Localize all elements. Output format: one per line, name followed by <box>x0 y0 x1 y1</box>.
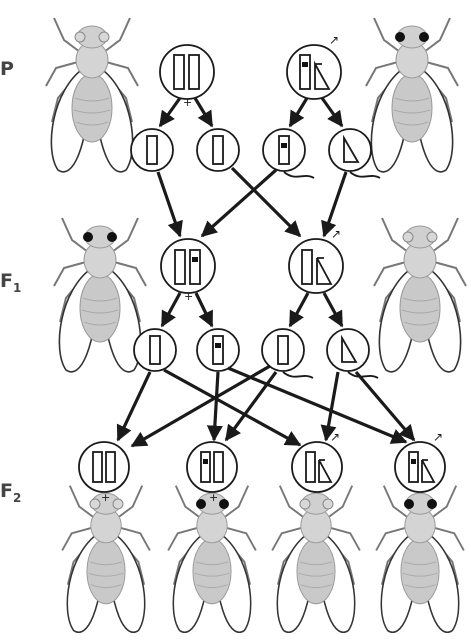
arrow-f1-gamete-4 <box>322 292 344 328</box>
genotype-p-female: + <box>159 44 215 109</box>
male-symbol: ↗ <box>433 430 443 444</box>
female-symbol: + <box>101 491 110 504</box>
gamete-f1-2 <box>196 328 240 372</box>
arrow-to-f2-2b <box>224 371 278 442</box>
female-symbol: + <box>183 96 192 109</box>
fly-f2-male-red-eye <box>271 484 361 634</box>
arrow-to-f2-3a <box>163 368 302 447</box>
fly-p-male-white-eye <box>365 17 459 173</box>
generation-f1-sub: 1 <box>12 280 22 295</box>
arrow-gamete-to-f1-4 <box>321 171 348 238</box>
arrow-to-f2-3b <box>320 371 340 442</box>
arrow-gamete-to-f1-2 <box>230 166 302 238</box>
arrow-to-f2-4b <box>354 370 416 442</box>
arrow-to-f2-2a <box>206 371 223 442</box>
arrow-to-f2-4a <box>227 366 408 444</box>
male-symbol: ↗ <box>329 33 339 47</box>
gamete-p-3 <box>262 128 315 179</box>
fly-p-female-red-eye <box>45 17 139 173</box>
female-symbol: + <box>209 491 218 504</box>
fly-f1-male-red-eye <box>373 217 467 373</box>
genotype-p-male: ↗ <box>286 33 342 100</box>
arrow-p-gamete-3 <box>288 97 309 128</box>
generation-f2-sub: 2 <box>12 490 22 505</box>
arrow-gamete-to-f1-3 <box>200 168 278 238</box>
arrow-f1-gamete-2 <box>194 292 214 328</box>
generation-p-text: P <box>0 58 14 80</box>
arrow-f1-gamete-1 <box>160 292 182 328</box>
genotype-f2-4: ↗ <box>394 430 446 493</box>
generation-f1-text: F <box>0 270 13 292</box>
generation-label-f1: F1 <box>0 270 50 295</box>
cross-arrows <box>116 97 416 448</box>
arrow-to-f2-1b <box>130 364 271 448</box>
generation-label-f2: F2 <box>0 480 50 505</box>
arrow-p-gamete-4 <box>320 97 344 128</box>
fly-f2-female-white-eye <box>167 484 257 634</box>
arrow-gamete-to-f1-1 <box>156 171 183 238</box>
female-symbol: + <box>184 290 193 303</box>
genotype-f1-female: + <box>160 238 216 303</box>
genotype-f2-2: + <box>186 441 238 504</box>
genotype-f2-1: + <box>78 441 130 504</box>
gamete-p-4 <box>328 128 381 179</box>
fly-f2-female-red-eye <box>61 484 151 634</box>
arrow-f1-gamete-3 <box>288 292 310 328</box>
genotype-f2-3: ↗ <box>291 430 343 493</box>
arrow-to-f2-1a <box>116 371 152 442</box>
generation-f2-text: F <box>0 480 13 502</box>
gamete-f1-3 <box>261 328 314 379</box>
male-symbol: ↗ <box>330 430 340 444</box>
gamete-p-2 <box>196 128 240 172</box>
generation-label-p: P <box>0 58 40 80</box>
arrow-p-gamete-1 <box>158 97 182 128</box>
fly-f1-female-white-eye <box>53 217 147 373</box>
gamete-p-1 <box>130 128 174 172</box>
male-symbol: ↗ <box>331 227 341 241</box>
arrow-p-gamete-2 <box>193 97 214 128</box>
genotype-f1-male: ↗ <box>288 227 344 294</box>
gamete-f1-1 <box>133 328 177 372</box>
fly-f2-male-white-eye <box>375 484 465 634</box>
gamete-f1-4 <box>326 328 379 379</box>
